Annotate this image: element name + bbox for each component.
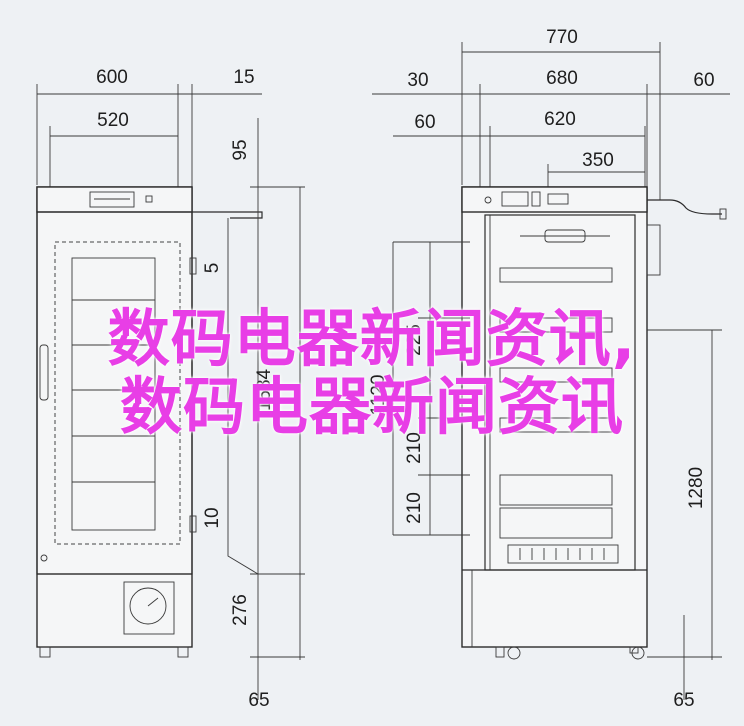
dim-65-right: 65 xyxy=(673,690,694,711)
front-view: 600 15 520 xyxy=(36,67,305,711)
recorder-panel xyxy=(123,581,175,635)
dim-95: 95 xyxy=(230,139,251,160)
dim-600: 600 xyxy=(96,67,128,88)
door-handle xyxy=(39,344,49,401)
dim-520: 520 xyxy=(97,110,129,131)
side-control-strip xyxy=(461,186,648,213)
dim-210-lower: 210 xyxy=(404,492,425,524)
power-cord xyxy=(647,199,722,215)
inner-glass xyxy=(71,257,156,531)
dim-1120: 1120 xyxy=(368,375,389,416)
dim-1584: 1584 xyxy=(254,368,275,411)
glass-window xyxy=(54,241,181,545)
dim-620: 620 xyxy=(544,109,576,130)
dim-65-left: 65 xyxy=(248,690,269,711)
dim-276: 276 xyxy=(230,594,251,626)
watermark-line-2: 数码电器新闻资讯 xyxy=(119,370,624,443)
dim-770: 770 xyxy=(546,27,578,48)
dim-210-upper: 210 xyxy=(404,432,425,464)
chart-recorder-dial xyxy=(129,587,167,625)
watermark-line-1: 数码电器新闻资讯, xyxy=(107,302,637,375)
caster-wheel-front xyxy=(507,646,521,660)
dim-10: 10 xyxy=(202,507,223,528)
dim-15: 15 xyxy=(233,67,254,88)
control-display xyxy=(89,191,135,208)
control-panel-strip xyxy=(36,186,193,213)
dim-350: 350 xyxy=(582,150,614,171)
dim-680: 680 xyxy=(546,68,578,89)
dim-1280: 1280 xyxy=(686,467,707,509)
dim-5: 5 xyxy=(202,263,223,274)
dim-60-cord: 60 xyxy=(693,70,714,91)
dim-30: 30 xyxy=(407,70,428,91)
cabinet-body-front xyxy=(36,186,193,648)
dim-225: 225 xyxy=(404,324,425,356)
bottom-grille xyxy=(507,544,619,564)
dim-60-inner: 60 xyxy=(414,112,435,133)
side-view: 770 30 680 60 60 620 350 xyxy=(368,27,730,711)
